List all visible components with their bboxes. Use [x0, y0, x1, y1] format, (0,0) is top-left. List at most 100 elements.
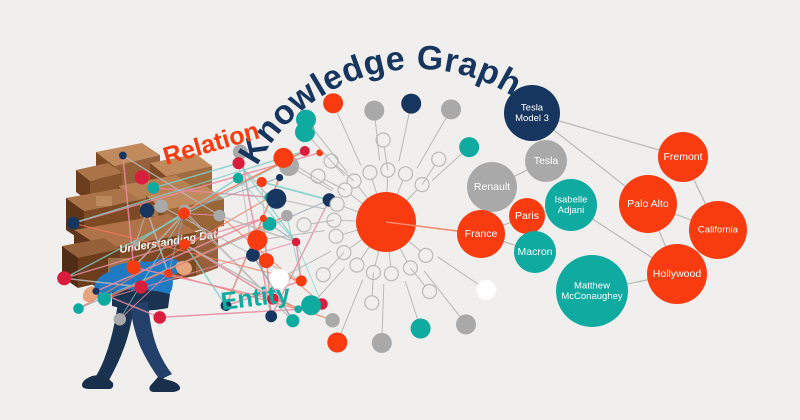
entity-node-circle[interactable]: [658, 132, 708, 182]
mesh-node: [213, 209, 226, 222]
entity-node-circle[interactable]: [689, 201, 747, 259]
mesh-node: [179, 239, 190, 250]
mesh-node: [232, 144, 248, 160]
entity-node-circle[interactable]: [514, 231, 556, 273]
hub-ring-node: [315, 267, 331, 283]
mesh-node: [57, 271, 72, 286]
mesh-edge: [133, 212, 186, 268]
hub-leaf-node: [441, 99, 461, 120]
mesh-node: [164, 269, 173, 278]
mesh-node: [276, 174, 284, 182]
hub-leaf-node: [456, 314, 476, 335]
hub-leaf-node: [301, 295, 322, 316]
entity-node-circle[interactable]: [556, 255, 628, 327]
entity-node-label: Matthew: [574, 280, 610, 291]
mesh-network-overlay: [57, 144, 340, 328]
mesh-edge: [159, 308, 299, 319]
entity-node-circle[interactable]: [619, 175, 677, 233]
mesh-edge: [133, 266, 273, 300]
mesh-node: [113, 313, 127, 326]
entity-node-circle[interactable]: [647, 244, 707, 304]
mesh-node: [119, 151, 127, 160]
mesh-node: [281, 209, 293, 222]
entity-node-paris[interactable]: Paris: [509, 198, 545, 234]
entity-node-label: McConaughey: [561, 291, 623, 302]
entity-node-label: Adjani: [558, 205, 584, 216]
entity-node-california[interactable]: California: [689, 201, 747, 259]
entity-node-circle[interactable]: [525, 140, 567, 182]
hub-ring-node: [383, 266, 399, 282]
mesh-node: [232, 172, 244, 184]
mesh-edge: [261, 181, 272, 317]
hub-ring-node: [362, 164, 378, 181]
mesh-node: [291, 237, 301, 247]
entity-node-renault[interactable]: Renault: [467, 162, 517, 212]
mesh-edge: [167, 213, 185, 274]
entity-node-label: Macron: [517, 246, 552, 258]
entity-node-label: Tesla: [521, 102, 544, 113]
mesh-edge: [122, 154, 220, 217]
mesh-edge: [73, 150, 305, 224]
hub-leaf-node: [371, 332, 392, 353]
hub-spoke: [257, 230, 325, 241]
hub-spoke: [423, 270, 467, 325]
entity-node-circle[interactable]: [467, 162, 517, 212]
entity-node-fremont[interactable]: Fremont: [658, 132, 708, 182]
entity-node-france[interactable]: France: [457, 210, 505, 258]
hub-spoke: [305, 119, 349, 174]
mesh-edge: [286, 215, 302, 282]
entity-node-circle[interactable]: [504, 85, 560, 141]
mesh-edge: [64, 277, 142, 288]
mesh-node: [147, 182, 160, 194]
mesh-node: [294, 305, 303, 314]
mesh-edge: [295, 241, 302, 281]
hub-ring-node: [418, 247, 434, 263]
hub-leaf-node: [296, 109, 316, 130]
mesh-edge: [270, 199, 330, 317]
mesh-node: [134, 170, 149, 185]
entity-node-label: Renault: [474, 181, 510, 193]
mesh-node: [265, 310, 278, 323]
mesh-edge: [237, 177, 297, 243]
hub-leaf-node: [327, 332, 348, 353]
hub-ring-node: [329, 196, 345, 212]
entity-node-label: Hollywood: [653, 268, 702, 280]
hub-leaf-node: [269, 268, 290, 289]
hub-ring-node: [296, 217, 312, 233]
mesh-node: [97, 292, 112, 306]
mesh-node: [295, 275, 307, 287]
entity-node-circle[interactable]: [457, 210, 505, 258]
mesh-node: [299, 146, 310, 156]
hub-ring-node: [364, 295, 380, 311]
hub-leaf-node: [247, 230, 268, 251]
mesh-node: [126, 260, 141, 275]
entity-node-label: Fremont: [663, 151, 702, 163]
entity-node-palo_alto[interactable]: Palo Alto: [619, 175, 677, 233]
entity-node-label: Palo Alto: [627, 198, 669, 210]
hub-ring-node: [349, 257, 365, 273]
mesh-edge: [153, 162, 239, 189]
mesh-node: [139, 203, 155, 218]
mesh-edge: [261, 181, 330, 201]
entity-node-circle[interactable]: [545, 179, 597, 231]
entity-node-label: Isabelle: [555, 194, 588, 205]
mesh-node: [286, 314, 300, 328]
hub-spoke: [336, 279, 364, 343]
hub-ring-node: [397, 166, 414, 182]
entity-node-label: Model 3: [515, 113, 549, 124]
mesh-node: [246, 248, 260, 262]
mesh-node: [267, 293, 279, 305]
entity-node-tesla[interactable]: Tesla: [525, 140, 567, 182]
entity-node-macron[interactable]: Macron: [514, 231, 556, 273]
entity-node-circle[interactable]: [509, 198, 545, 234]
entity-node-hollywood[interactable]: Hollywood: [647, 244, 707, 304]
hub-leaf-node: [266, 188, 287, 209]
mesh-edge: [64, 217, 264, 279]
mesh-node: [232, 157, 245, 170]
hub-leaf-node: [410, 318, 431, 339]
